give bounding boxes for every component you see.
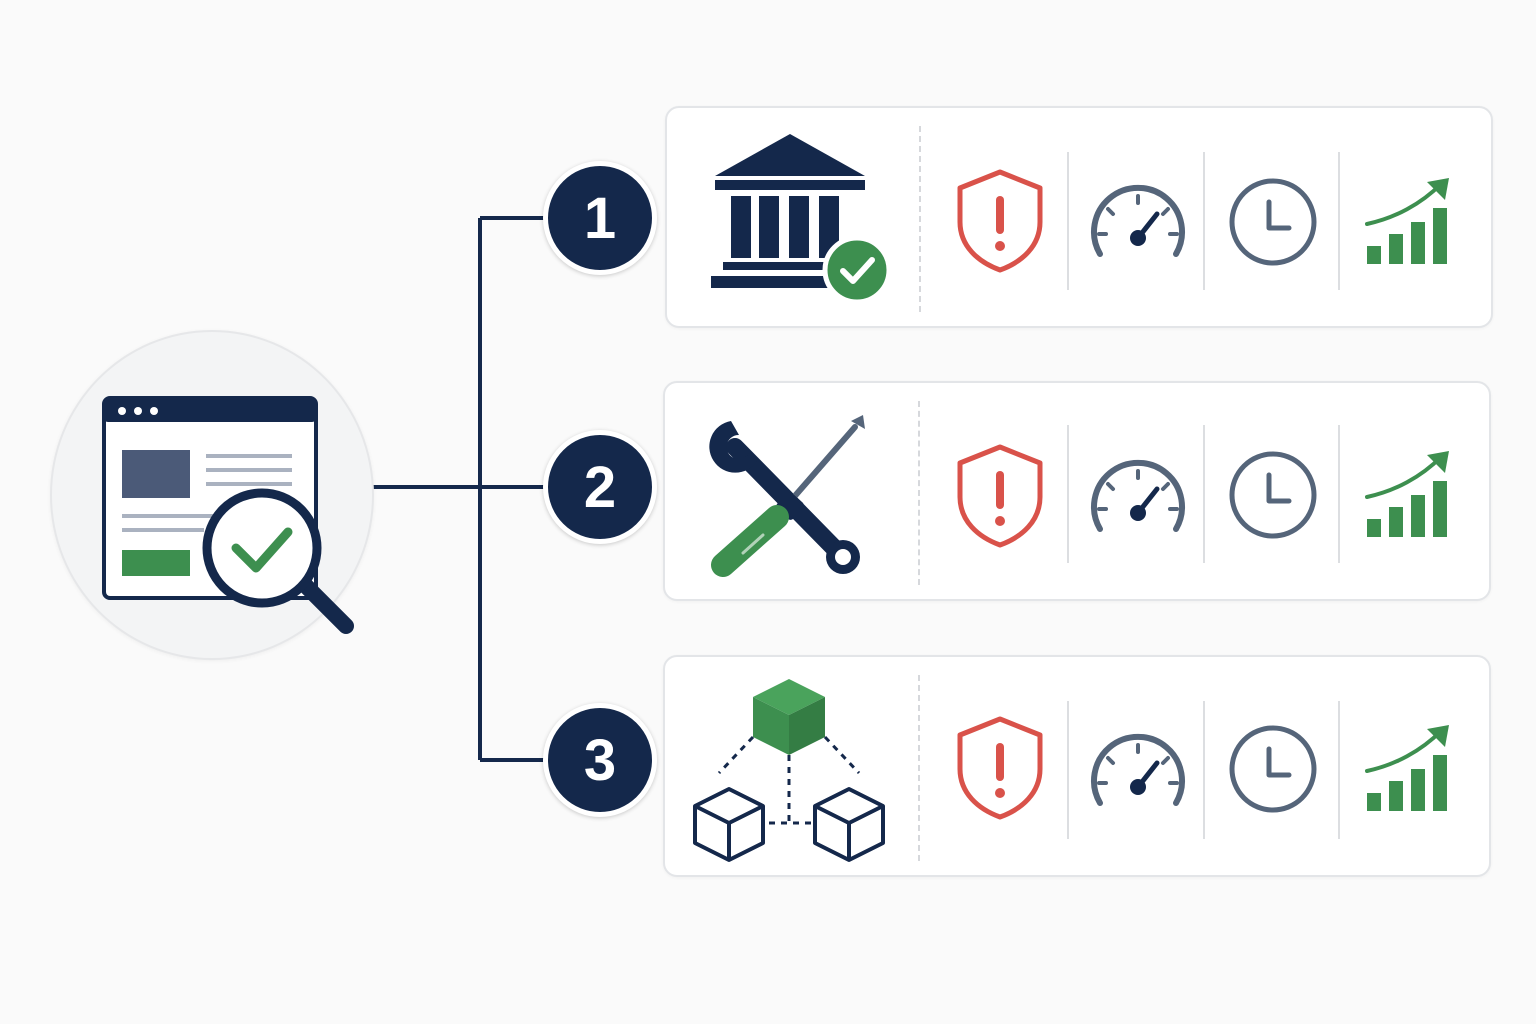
shield-alert-icon bbox=[957, 444, 1043, 548]
audit-hub bbox=[50, 330, 374, 660]
step-badge-3: 3 bbox=[543, 703, 657, 817]
step-number: 1 bbox=[583, 185, 617, 251]
growth-chart-icon bbox=[1365, 725, 1449, 811]
row-card-3 bbox=[663, 655, 1491, 877]
shield-alert-icon bbox=[957, 169, 1043, 273]
cube-network-icon bbox=[693, 679, 885, 862]
row-card-2 bbox=[663, 381, 1491, 601]
step-number: 3 bbox=[583, 727, 617, 793]
clock-icon bbox=[1229, 178, 1317, 266]
magnifier-check-icon bbox=[202, 488, 354, 634]
growth-chart-icon bbox=[1365, 451, 1449, 537]
top-cube bbox=[753, 679, 825, 755]
step-badge-1: 1 bbox=[543, 161, 657, 275]
bank-verified-icon bbox=[711, 134, 892, 305]
clock-icon bbox=[1229, 451, 1317, 539]
row-card-1 bbox=[665, 106, 1493, 328]
shield-alert-icon bbox=[957, 716, 1043, 820]
wrench-screwdriver-icon bbox=[709, 415, 865, 577]
step-badge-2: 2 bbox=[543, 430, 657, 544]
speedometer-icon bbox=[1091, 459, 1185, 532]
speedometer-icon bbox=[1091, 733, 1185, 806]
growth-chart-icon bbox=[1365, 178, 1449, 264]
speedometer-icon bbox=[1091, 184, 1185, 257]
step-number: 2 bbox=[583, 454, 617, 520]
clock-icon bbox=[1229, 725, 1317, 813]
